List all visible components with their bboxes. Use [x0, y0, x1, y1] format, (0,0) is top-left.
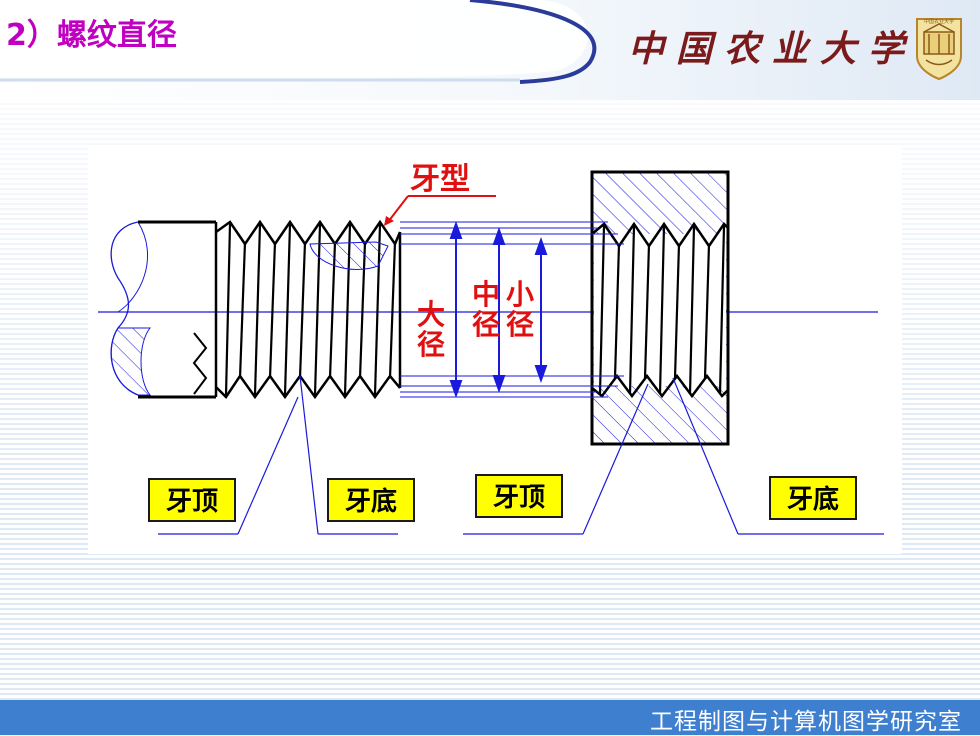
svg-text:中国农业大学: 中国农业大学 — [924, 18, 954, 25]
footer-bar: 工程制图与计算机图学研究室 — [0, 700, 980, 735]
thread-profile-label: 牙型 — [410, 162, 470, 197]
root-tag: 牙底 — [769, 476, 857, 520]
crest-tag: 牙顶 — [475, 474, 563, 518]
pitch-diameter-label: 中径 — [471, 278, 500, 341]
footer-text: 工程制图与计算机图学研究室 — [650, 709, 962, 735]
university-name: 中国农业大学 — [628, 28, 917, 70]
tag-leaders — [158, 375, 884, 535]
external-thread — [110, 219, 402, 400]
thread-drawing — [98, 170, 884, 535]
internal-thread — [590, 170, 730, 446]
minor-diameter-label: 小径 — [505, 278, 534, 341]
major-diameter-label: 大径 — [416, 298, 445, 361]
root-tag: 牙底 — [327, 478, 415, 522]
crest-tag: 牙顶 — [148, 478, 236, 522]
university-emblem-icon: 中国农业大学 — [916, 18, 962, 81]
header-banner — [0, 0, 980, 100]
slide-title: 2）螺纹直径 — [6, 18, 177, 53]
dimension-arrows — [449, 221, 548, 398]
